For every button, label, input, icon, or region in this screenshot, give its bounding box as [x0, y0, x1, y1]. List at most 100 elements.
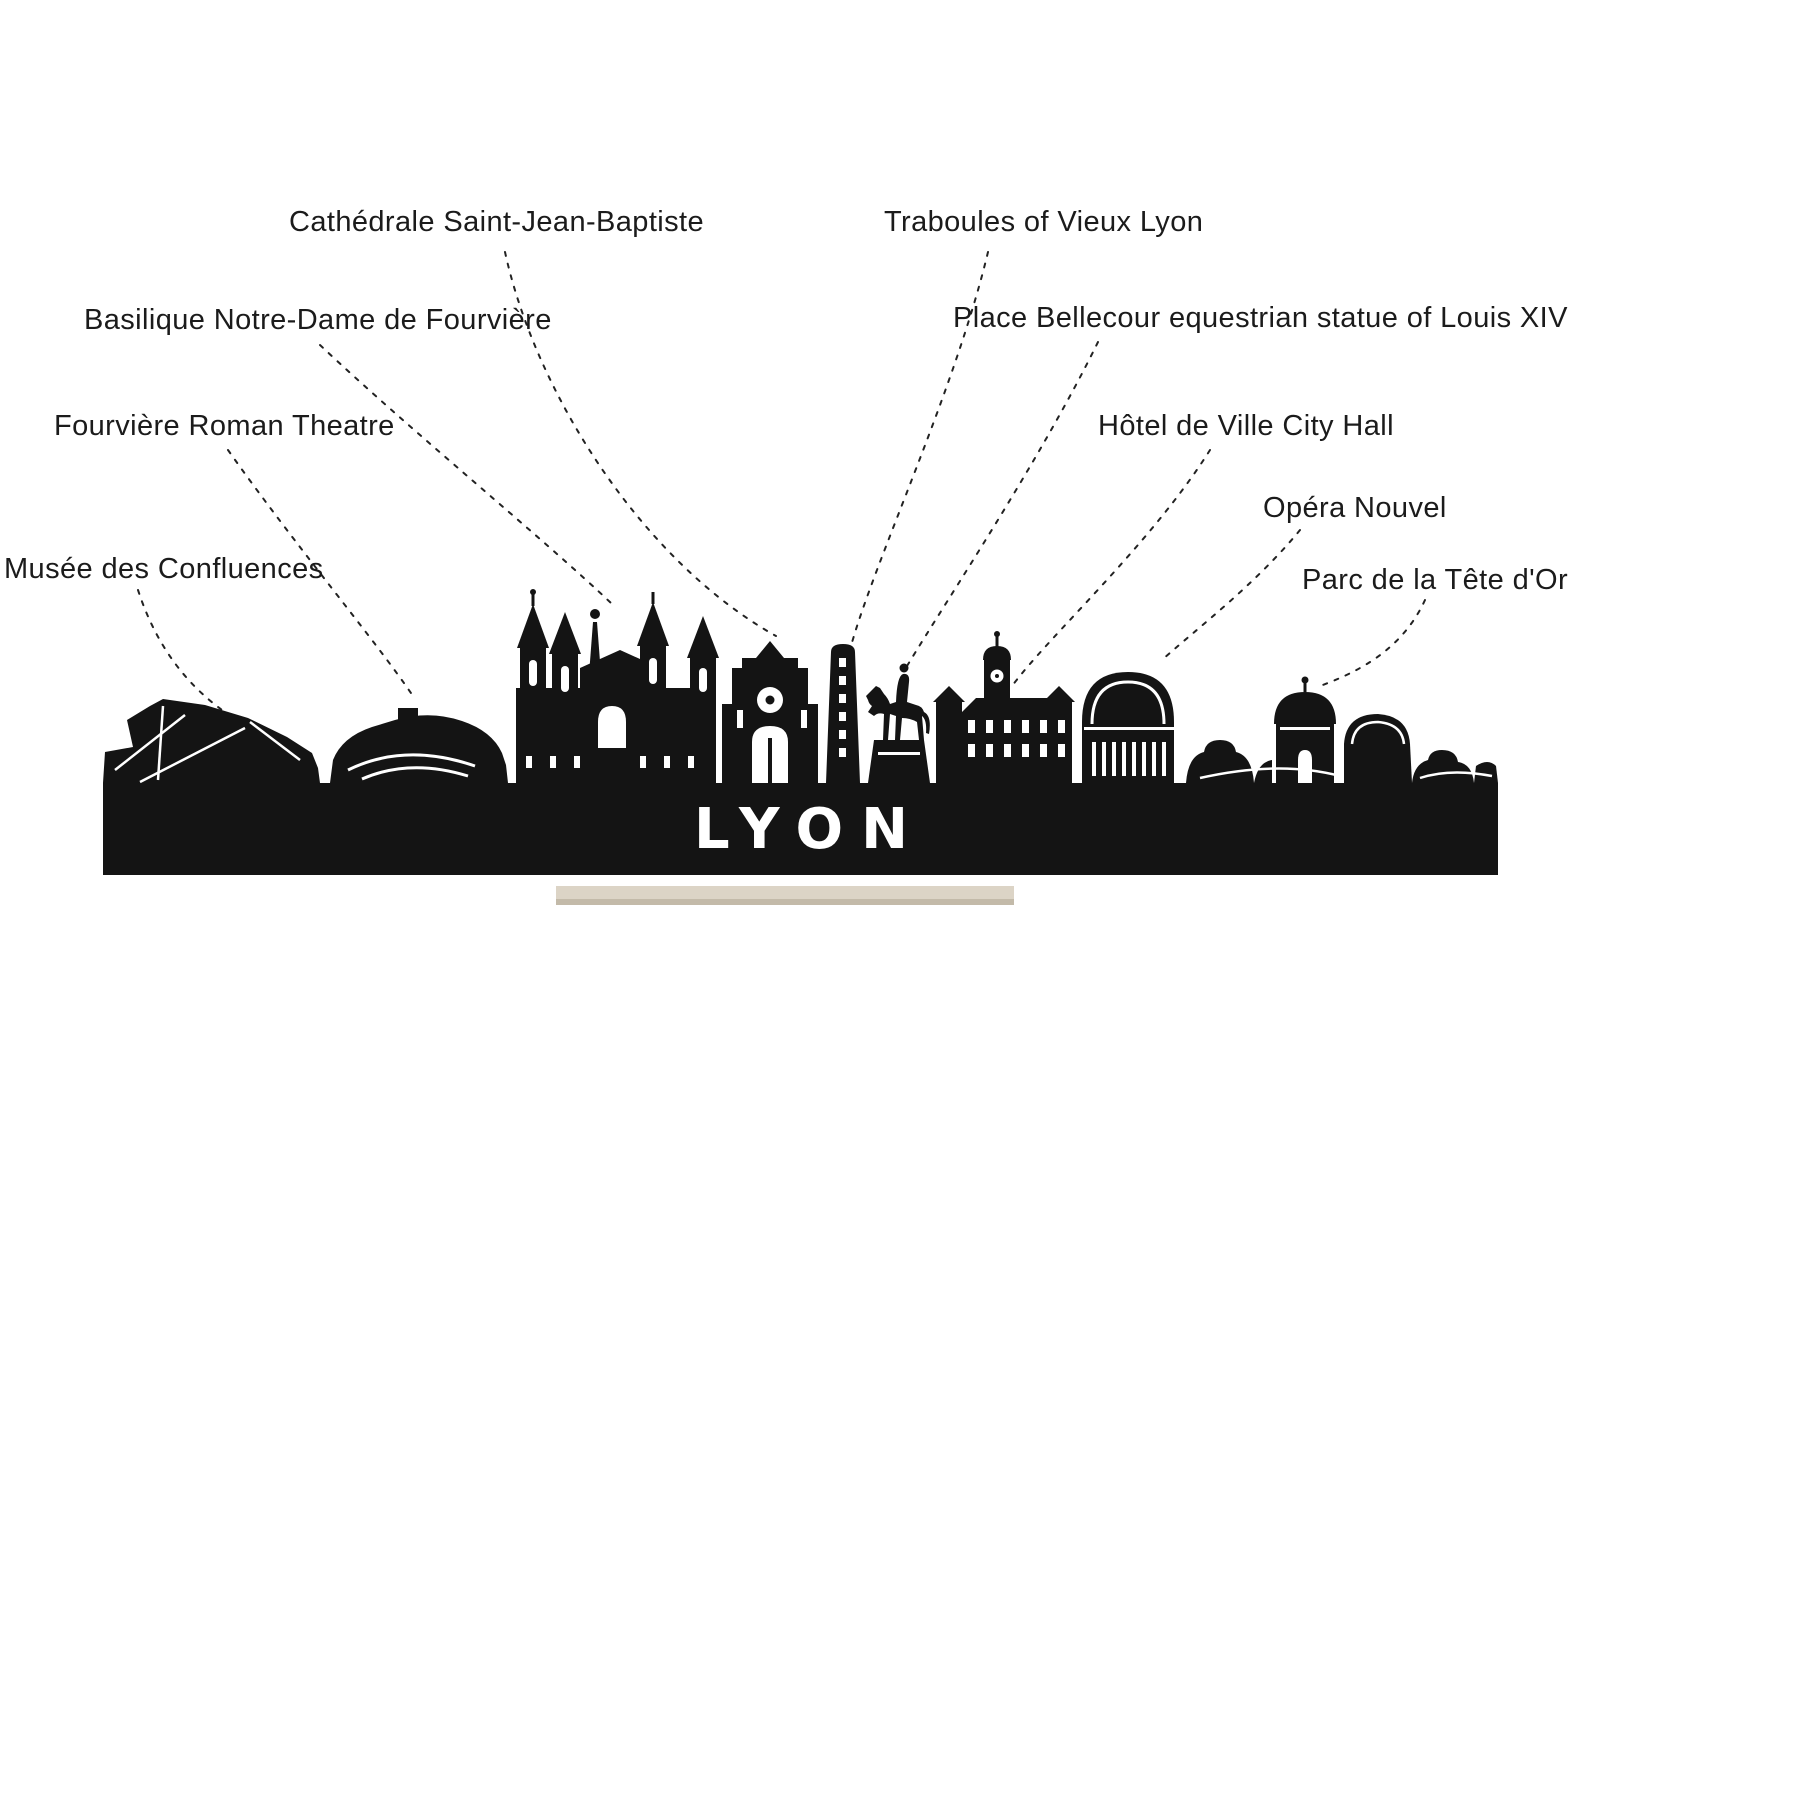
parc-pavilion-door: [1298, 750, 1312, 783]
label-hotel-de-ville-city-hall: Hôtel de Ville City Hall: [1098, 410, 1394, 442]
skyline-silhouette: [103, 589, 1498, 875]
basilique-spire-3: [637, 602, 669, 646]
hotel-window: [1022, 744, 1029, 757]
skyline-base-band: [103, 783, 1498, 875]
parc-path-line: [1199, 767, 1341, 780]
hotel-left-pavilion: [936, 700, 962, 785]
leader-line-opera: [1161, 529, 1301, 661]
tower-window: [839, 658, 846, 667]
roman-theatre-silhouette: [330, 715, 508, 783]
hotel-window: [1022, 720, 1029, 733]
hotel-window: [968, 744, 975, 757]
leader-lines: [137, 251, 1426, 711]
display-stand: [556, 886, 1014, 905]
leader-line-cathedrale: [504, 251, 777, 637]
basilique-arcade: [664, 756, 670, 768]
opera-colonnade-slit: [1122, 742, 1126, 776]
basilique-arch: [598, 706, 626, 748]
parc-trees-left: [1186, 740, 1254, 783]
tower-window: [839, 676, 846, 685]
statue-rider-head: [899, 663, 909, 673]
hotel-right-pavilion: [1046, 700, 1072, 785]
leader-line-bellecour: [906, 341, 1099, 667]
basilique-window: [529, 660, 537, 686]
hotel-right-roof: [1043, 686, 1075, 702]
leader-line-hotel-de-ville: [1011, 449, 1211, 687]
hotel-window: [986, 744, 993, 757]
leader-line-traboules: [850, 251, 989, 647]
musee-cut-line: [114, 714, 186, 771]
basilique-spire-2: [549, 612, 581, 654]
hotel-clock-dot: [995, 674, 999, 678]
theatre-arc: [361, 766, 469, 781]
parc-edge-bump: [1474, 762, 1498, 783]
tower-window: [839, 712, 846, 721]
tower-window: [839, 694, 846, 703]
leader-line-roman-theatre: [227, 449, 414, 697]
opera-colonnade-slit: [1102, 742, 1106, 776]
parc-pavilion-line: [1280, 727, 1330, 730]
musee-confluences-silhouette: [103, 699, 320, 783]
basilique-arcade: [688, 756, 694, 768]
theatre-arc: [347, 753, 476, 772]
tower-window: [839, 748, 846, 757]
leader-line-musee-confluences: [137, 589, 223, 711]
label-musee-des-confluences: Musée des Confluences: [4, 553, 324, 585]
opera-colonnade-slit: [1092, 742, 1096, 776]
hotel-window: [1058, 744, 1065, 757]
pedestal-slit: [878, 752, 920, 755]
hotel-window: [986, 720, 993, 733]
roman-theatre-notch: [398, 708, 418, 724]
hotel-window: [1004, 744, 1011, 757]
hotel-clock-tower: [984, 658, 1010, 718]
rose-window-center: [765, 695, 775, 705]
parc-pavilion-ball: [1301, 676, 1309, 684]
opera-spring-line: [1084, 727, 1174, 730]
parc-greenhouse: [1344, 714, 1412, 783]
stand-top: [556, 886, 1014, 900]
opera-colonnade-slit: [1142, 742, 1146, 776]
basilique-spire-1: [517, 604, 549, 648]
parc-pavilion-finial: [1303, 682, 1307, 692]
cathedrale-slit: [801, 710, 807, 728]
hotel-window: [1058, 720, 1065, 733]
musee-cut-line: [156, 705, 165, 781]
opera-colonnade-slit: [1162, 742, 1166, 776]
hotel-window: [1040, 720, 1047, 733]
parc-pavilion-dome: [1274, 692, 1336, 724]
leader-line-parc-tete-dor: [1319, 599, 1426, 687]
stand-shadow: [556, 899, 1014, 905]
hotel-left-roof: [933, 686, 965, 702]
parc-greenhouse-arc: [1350, 720, 1406, 745]
basilique-arcade: [550, 756, 556, 768]
hotel-window: [968, 720, 975, 733]
hotel-clock-dome: [983, 646, 1011, 660]
label-traboules-of-vieux-lyon: Traboules of Vieux Lyon: [884, 206, 1204, 238]
leader-line-basilique: [319, 344, 613, 605]
label-place-bellecour-statue: Place Bellecour equestrian statue of Lou…: [953, 302, 1568, 334]
parc-path-line: [1419, 771, 1493, 780]
parc-bump: [1254, 760, 1272, 783]
label-basilique-notre-dame-de-fourviere: Basilique Notre-Dame de Fourvière: [84, 304, 552, 336]
hotel-clock-finial: [995, 636, 999, 648]
city-name-text: LYON: [694, 797, 926, 862]
basilique-arcade: [526, 756, 532, 768]
basilique-window: [699, 668, 707, 692]
hotel-window: [1040, 744, 1047, 757]
basilique-finial-ball-1: [530, 589, 536, 595]
hotel-window: [1004, 720, 1011, 733]
basilique-arcade: [574, 756, 580, 768]
basilique-finial-1: [531, 594, 535, 606]
basilique-statue-figure: [590, 609, 600, 619]
tower-window: [839, 730, 846, 739]
opera-colonnade-slit: [1132, 742, 1136, 776]
basilique-window: [649, 658, 657, 684]
basilique-arcade: [640, 756, 646, 768]
skyline-cut-details: [114, 658, 1493, 784]
equestrian-statue-silhouette: [866, 673, 930, 740]
statue-pedestal: [868, 740, 930, 783]
label-parc-de-la-tete-dor: Parc de la Tête d'Or: [1302, 564, 1569, 596]
opera-colonnade-slit: [1152, 742, 1156, 776]
